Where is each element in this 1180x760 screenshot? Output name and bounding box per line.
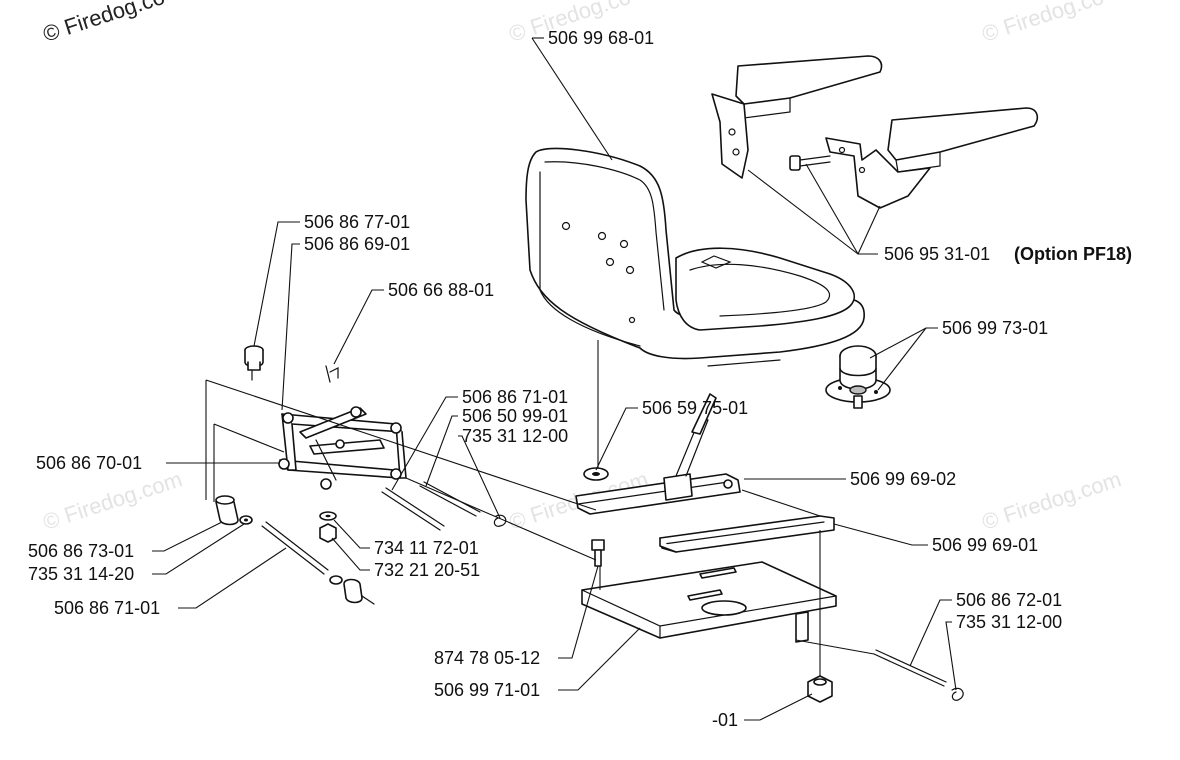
label-bracket-option: (Option PF18) bbox=[1014, 244, 1132, 264]
slide-rail-top-part bbox=[575, 393, 741, 515]
leader-lines bbox=[152, 37, 957, 721]
label-slide-rail-bottom: 506 99 69-01 bbox=[932, 535, 1038, 555]
spring-part bbox=[325, 365, 339, 383]
armrest-right-part bbox=[825, 107, 1039, 209]
bushing-part bbox=[215, 495, 239, 526]
label-seat: 506 99 68-01 bbox=[548, 28, 654, 48]
label-washer-mid: 734 11 72-01 bbox=[374, 538, 479, 558]
nut-bottom-part bbox=[807, 675, 833, 703]
alignment-lines bbox=[205, 340, 875, 676]
label-nut-mid: 732 21 20-51 bbox=[374, 560, 480, 580]
bolt-part bbox=[591, 539, 605, 567]
label-link-frame: 506 86 69-01 bbox=[304, 234, 410, 254]
link-frame-part bbox=[278, 406, 407, 490]
rod-a-part bbox=[381, 487, 445, 531]
label-slide-rail-top: 506 99 69-02 bbox=[850, 469, 956, 489]
seat-part bbox=[525, 147, 865, 367]
label-base-plate: 506 99 71-01 bbox=[434, 680, 540, 700]
label-clip-left: 735 31 14-20 bbox=[28, 564, 134, 584]
slide-rail-bottom-part bbox=[659, 515, 835, 553]
label-bolt-head: 506 86 77-01 bbox=[304, 212, 410, 232]
label-rod-b: 506 50 99-01 bbox=[462, 406, 568, 426]
clip-right-part bbox=[951, 687, 964, 701]
bolt-head-part bbox=[244, 345, 264, 381]
label-nut-bottom: -01 bbox=[712, 710, 738, 730]
label-rod-left: 506 86 71-01 bbox=[54, 598, 160, 618]
armrest-left-part bbox=[711, 55, 883, 179]
washer-mid-part bbox=[319, 511, 337, 521]
nut-mid-part bbox=[319, 523, 337, 543]
base-plate-part bbox=[581, 561, 837, 643]
label-rod-right: 506 86 72-01 bbox=[956, 590, 1062, 610]
label-bushing: 506 86 73-01 bbox=[28, 541, 134, 561]
label-bracket-screw: 506 95 31-01 bbox=[884, 244, 990, 264]
label-clip-a: 735 31 12-00 bbox=[462, 426, 568, 446]
watermark-copyright: © Firedog.co bbox=[40, 0, 168, 47]
watermark-faint-left: © Firedog.com bbox=[40, 466, 185, 534]
rod-right-part bbox=[873, 649, 947, 687]
label-knob: 506 99 73-01 bbox=[942, 318, 1048, 338]
watermark-faint-top-right: © Firedog.co bbox=[979, 0, 1107, 47]
label-clip-right: 735 31 12-00 bbox=[956, 612, 1062, 632]
clip-a-part bbox=[493, 514, 507, 527]
label-bolt: 874 78 05-12 bbox=[434, 648, 540, 668]
washer-top-part bbox=[583, 467, 609, 481]
bracket-screw-part bbox=[789, 155, 831, 171]
rod-left-end-part bbox=[329, 575, 375, 605]
watermark-faint-right: © Firedog.com bbox=[979, 466, 1124, 534]
label-rod-a: 506 86 71-01 bbox=[462, 387, 568, 407]
label-washer-top: 506 59 75-01 bbox=[642, 398, 748, 418]
rod-left-part bbox=[261, 521, 329, 575]
knob-part bbox=[825, 345, 891, 409]
clip-left-part bbox=[239, 515, 253, 525]
label-pivot-frame: 506 86 70-01 bbox=[36, 453, 142, 473]
rod-b-part bbox=[419, 481, 481, 517]
label-spring: 506 66 88-01 bbox=[388, 280, 494, 300]
part-labels: 506 99 68-01 506 95 31-01 (Option PF18) … bbox=[28, 28, 1132, 730]
